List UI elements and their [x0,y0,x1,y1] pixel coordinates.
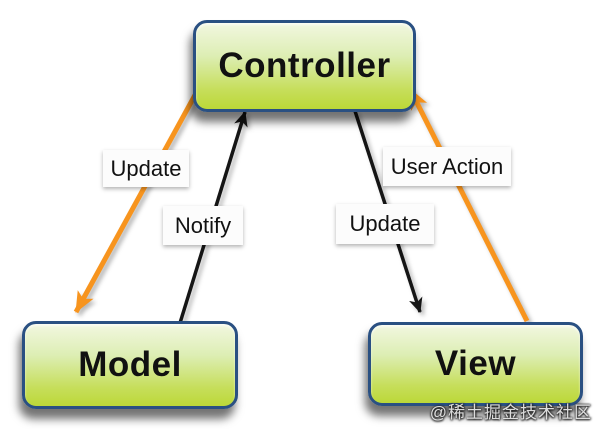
node-view: View [368,322,583,406]
edge-view-to-controller [407,87,530,323]
edge-label-update-model: Update [103,150,189,187]
node-model: Model [22,321,238,409]
edge-label-user-action-text: User Action [390,153,504,179]
edge-label-notify: Notify [163,206,243,245]
node-controller: Controller [193,20,416,112]
node-model-label: Model [78,345,182,384]
edge-label-user-action: User Action [383,147,511,186]
edge-label-update-view: Update [336,204,434,244]
edge-label-update-view-text: Update [349,211,421,236]
edge-label-update-model-text: Update [110,155,182,181]
watermark: @稀土掘金技术社区 [429,403,592,422]
edge-controller-to-model [73,84,203,314]
node-view-label: View [434,344,517,383]
edge-label-notify-text: Notify [174,212,232,238]
node-controller-label: Controller [218,46,391,85]
